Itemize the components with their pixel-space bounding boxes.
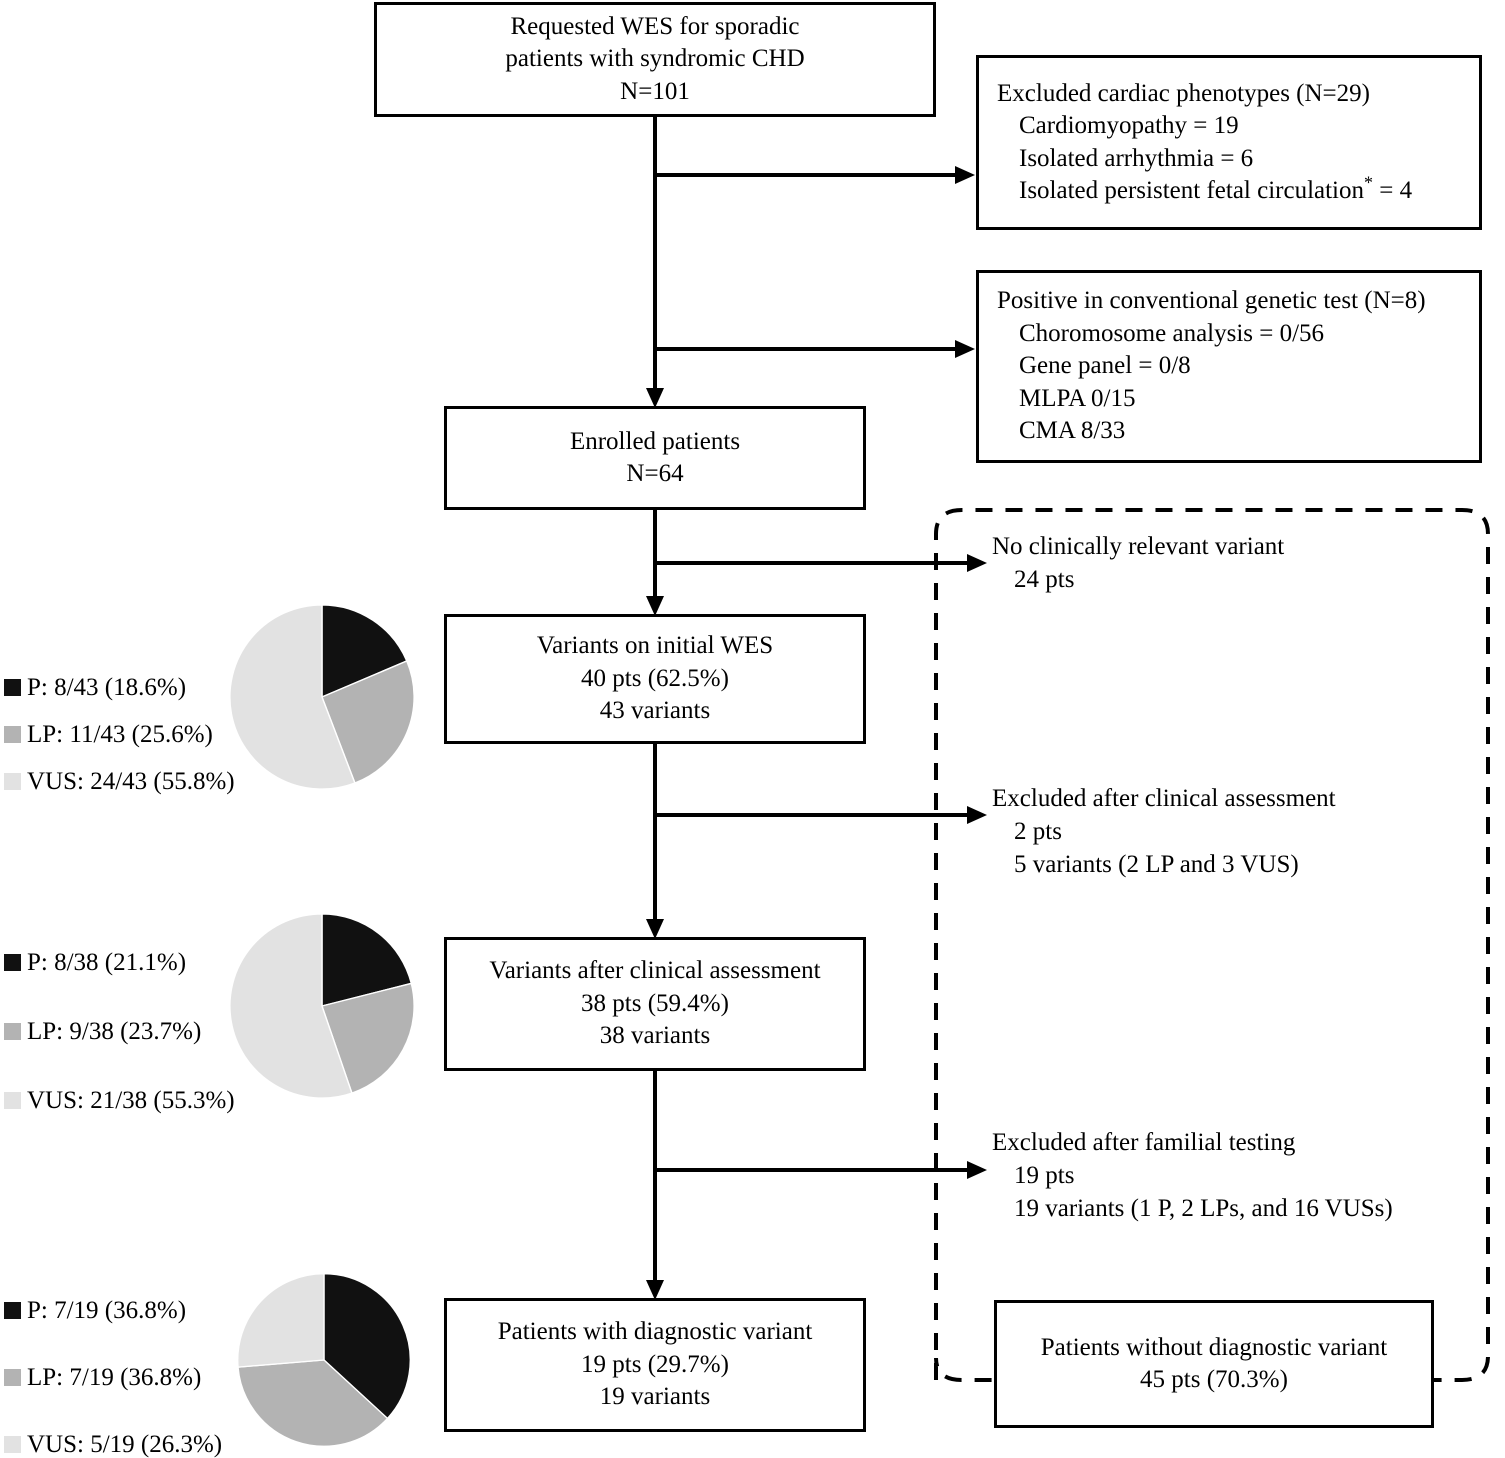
excluded-familial-line-3: 19 variants (1 P, 2 LPs, and 16 VUSs) bbox=[1014, 1195, 1393, 1222]
legend-row-p: P: 7/19 (36.8%) bbox=[4, 1298, 222, 1323]
box-variants-after-assessment: Variants after clinical assessment 38 pt… bbox=[444, 937, 866, 1071]
positive-conventional-item-2: Gene panel = 0/8 bbox=[1019, 352, 1191, 380]
excluded-phenotypes-item-1: Cardiomyopathy = 19 bbox=[1019, 112, 1239, 139]
legend-diagnostic: P: 7/19 (36.8%) LP: 7/19 (36.8%) VUS: 5/… bbox=[4, 1298, 222, 1457]
box-variants-initial-wes: Variants on initial WES 40 pts (62.5%) 4… bbox=[444, 614, 866, 744]
pie-chart-diagnostic-svg bbox=[237, 1273, 411, 1447]
excluded-familial-line-2: 19 pts bbox=[1014, 1162, 1075, 1189]
excluded-familial-line-1: Excluded after familial testing bbox=[992, 1129, 1296, 1156]
requested-wes-line-2: patients with syndromic CHD bbox=[505, 45, 805, 73]
pie-slice-P bbox=[321, 604, 408, 699]
excluded-clinical-line-2: 2 pts bbox=[1014, 818, 1062, 845]
legend-label-p: P: 7/19 (36.8%) bbox=[27, 1297, 187, 1324]
no-relevant-line-1: No clinically relevant variant bbox=[992, 533, 1285, 560]
pie-chart-diagnostic bbox=[236, 1272, 412, 1448]
legend-after-assessment: P: 8/38 (21.1%) LP: 9/38 (23.7%) VUS: 21… bbox=[4, 950, 235, 1113]
pie-chart-initial-wes-svg bbox=[229, 604, 415, 790]
pie-slice-LP bbox=[321, 660, 415, 784]
legend-row-lp: LP: 11/43 (25.6%) bbox=[4, 722, 235, 747]
label-excluded-after-clinical-assessment: Excluded after clinical assessment 2 pts… bbox=[992, 782, 1336, 881]
after-assessment-line-1: Variants after clinical assessment bbox=[489, 957, 821, 985]
pie-slices-2 bbox=[237, 1273, 411, 1447]
swatch-lp-icon bbox=[4, 1023, 21, 1040]
legend-row-vus: VUS: 5/19 (26.3%) bbox=[4, 1432, 222, 1457]
box-positive-conventional-test: Positive in conventional genetic test (N… bbox=[976, 270, 1482, 463]
pfc-label: Isolated persistent fetal circulation bbox=[1019, 177, 1365, 204]
without-diagnostic-line-2: 45 pts (70.3%) bbox=[1140, 1366, 1288, 1393]
positive-conventional-item-3: MLPA 0/15 bbox=[1019, 384, 1136, 412]
swatch-vus-icon bbox=[4, 1436, 21, 1453]
diagnostic-line-3: 19 variants bbox=[599, 1383, 711, 1411]
legend-row-p: P: 8/38 (21.1%) bbox=[4, 950, 235, 975]
box-excluded-cardiac-phenotypes: Excluded cardiac phenotypes (N=29) Cardi… bbox=[976, 55, 1482, 230]
excluded-clinical-line-3: 5 variants (2 LP and 3 VUS) bbox=[1014, 851, 1299, 878]
swatch-p-icon bbox=[4, 954, 21, 971]
swatch-p-icon bbox=[4, 679, 21, 696]
label-no-relevant-variant: No clinically relevant variant 24 pts bbox=[992, 530, 1284, 596]
requested-wes-line-1: Requested WES for sporadic bbox=[510, 12, 800, 40]
label-excluded-after-familial-testing: Excluded after familial testing 19 pts 1… bbox=[992, 1126, 1393, 1225]
legend-label-p: P: 8/43 (18.6%) bbox=[27, 674, 187, 701]
arrowhead-enrolled bbox=[646, 388, 664, 408]
legend-label-lp: LP: 11/43 (25.6%) bbox=[27, 721, 213, 748]
pie-slice-VUS bbox=[237, 1273, 325, 1368]
excluded-phenotypes-item-3: Isolated persistent fetal circulation* =… bbox=[979, 172, 1413, 208]
pie-slice-P bbox=[323, 1273, 411, 1420]
swatch-lp-icon bbox=[4, 726, 21, 743]
dashed-group-outline bbox=[934, 508, 1490, 1382]
legend-label-vus: VUS: 24/43 (55.8%) bbox=[27, 768, 235, 795]
initial-wes-line-3: 43 variants bbox=[599, 697, 711, 725]
diagnostic-line-2: 19 pts (29.7%) bbox=[581, 1350, 729, 1378]
pie-slices-1 bbox=[229, 913, 415, 1099]
legend-label-p: P: 8/38 (21.1%) bbox=[27, 949, 187, 976]
pie-chart-initial-wes bbox=[228, 603, 416, 791]
pie-slice-LP bbox=[321, 982, 415, 1095]
swatch-lp-icon bbox=[4, 1369, 21, 1386]
pie-slice-VUS bbox=[229, 604, 356, 790]
legend-row-vus: VUS: 24/43 (55.8%) bbox=[4, 769, 235, 794]
pie-chart-after-assessment-svg bbox=[229, 913, 415, 1099]
enrolled-line-2: N=64 bbox=[626, 460, 684, 487]
pie-slice-P bbox=[321, 913, 413, 1007]
without-diagnostic-line-1: Patients without diagnostic variant bbox=[1040, 1333, 1388, 1361]
initial-wes-line-1: Variants on initial WES bbox=[536, 632, 774, 660]
legend-initial-wes: P: 8/43 (18.6%) LP: 11/43 (25.6%) VUS: 2… bbox=[4, 675, 235, 794]
legend-row-lp: LP: 9/38 (23.7%) bbox=[4, 1019, 235, 1044]
pie-slices-0 bbox=[229, 604, 415, 790]
no-relevant-line-2: 24 pts bbox=[1014, 566, 1075, 593]
legend-label-lp: LP: 7/19 (36.8%) bbox=[27, 1364, 202, 1391]
initial-wes-line-2: 40 pts (62.5%) bbox=[581, 664, 729, 692]
swatch-p-icon bbox=[4, 1302, 21, 1319]
pie-slice-VUS bbox=[229, 913, 353, 1099]
after-assessment-line-3: 38 variants bbox=[599, 1022, 711, 1050]
positive-conventional-item-1: Choromosome analysis = 0/56 bbox=[1019, 319, 1325, 347]
positive-conventional-title: Positive in conventional genetic test (N… bbox=[997, 287, 1426, 315]
box-patients-with-diagnostic-variant: Patients with diagnostic variant 19 pts … bbox=[444, 1298, 866, 1432]
excluded-phenotypes-item-2: Isolated arrhythmia = 6 bbox=[1019, 144, 1254, 172]
legend-row-p: P: 8/43 (18.6%) bbox=[4, 675, 235, 700]
swatch-vus-icon bbox=[4, 1092, 21, 1109]
after-assessment-line-2: 38 pts (59.4%) bbox=[581, 989, 729, 1017]
box-requested-wes: Requested WES for sporadic patients with… bbox=[374, 2, 936, 117]
box-enrolled-patients: Enrolled patients N=64 bbox=[444, 406, 866, 510]
positive-conventional-item-4: CMA 8/33 bbox=[1019, 417, 1126, 445]
legend-label-lp: LP: 9/38 (23.7%) bbox=[27, 1018, 202, 1045]
pie-chart-after-assessment bbox=[228, 912, 416, 1100]
excluded-clinical-line-1: Excluded after clinical assessment bbox=[992, 785, 1336, 812]
legend-row-lp: LP: 7/19 (36.8%) bbox=[4, 1365, 222, 1390]
pie-slice-LP bbox=[237, 1359, 389, 1447]
legend-row-vus: VUS: 21/38 (55.3%) bbox=[4, 1088, 235, 1113]
legend-label-vus: VUS: 21/38 (55.3%) bbox=[27, 1087, 235, 1114]
pfc-value: = 4 bbox=[1373, 177, 1413, 204]
requested-wes-line-3: N=101 bbox=[620, 77, 690, 105]
legend-label-vus: VUS: 5/19 (26.3%) bbox=[27, 1431, 223, 1458]
asterisk-marker: * bbox=[1364, 172, 1374, 193]
enrolled-line-1: Enrolled patients bbox=[569, 427, 741, 455]
diagnostic-line-1: Patients with diagnostic variant bbox=[497, 1318, 813, 1346]
box-patients-without-diagnostic-variant: Patients without diagnostic variant 45 p… bbox=[994, 1300, 1434, 1428]
swatch-vus-icon bbox=[4, 773, 21, 790]
excluded-phenotypes-title: Excluded cardiac phenotypes (N=29) bbox=[997, 79, 1370, 107]
